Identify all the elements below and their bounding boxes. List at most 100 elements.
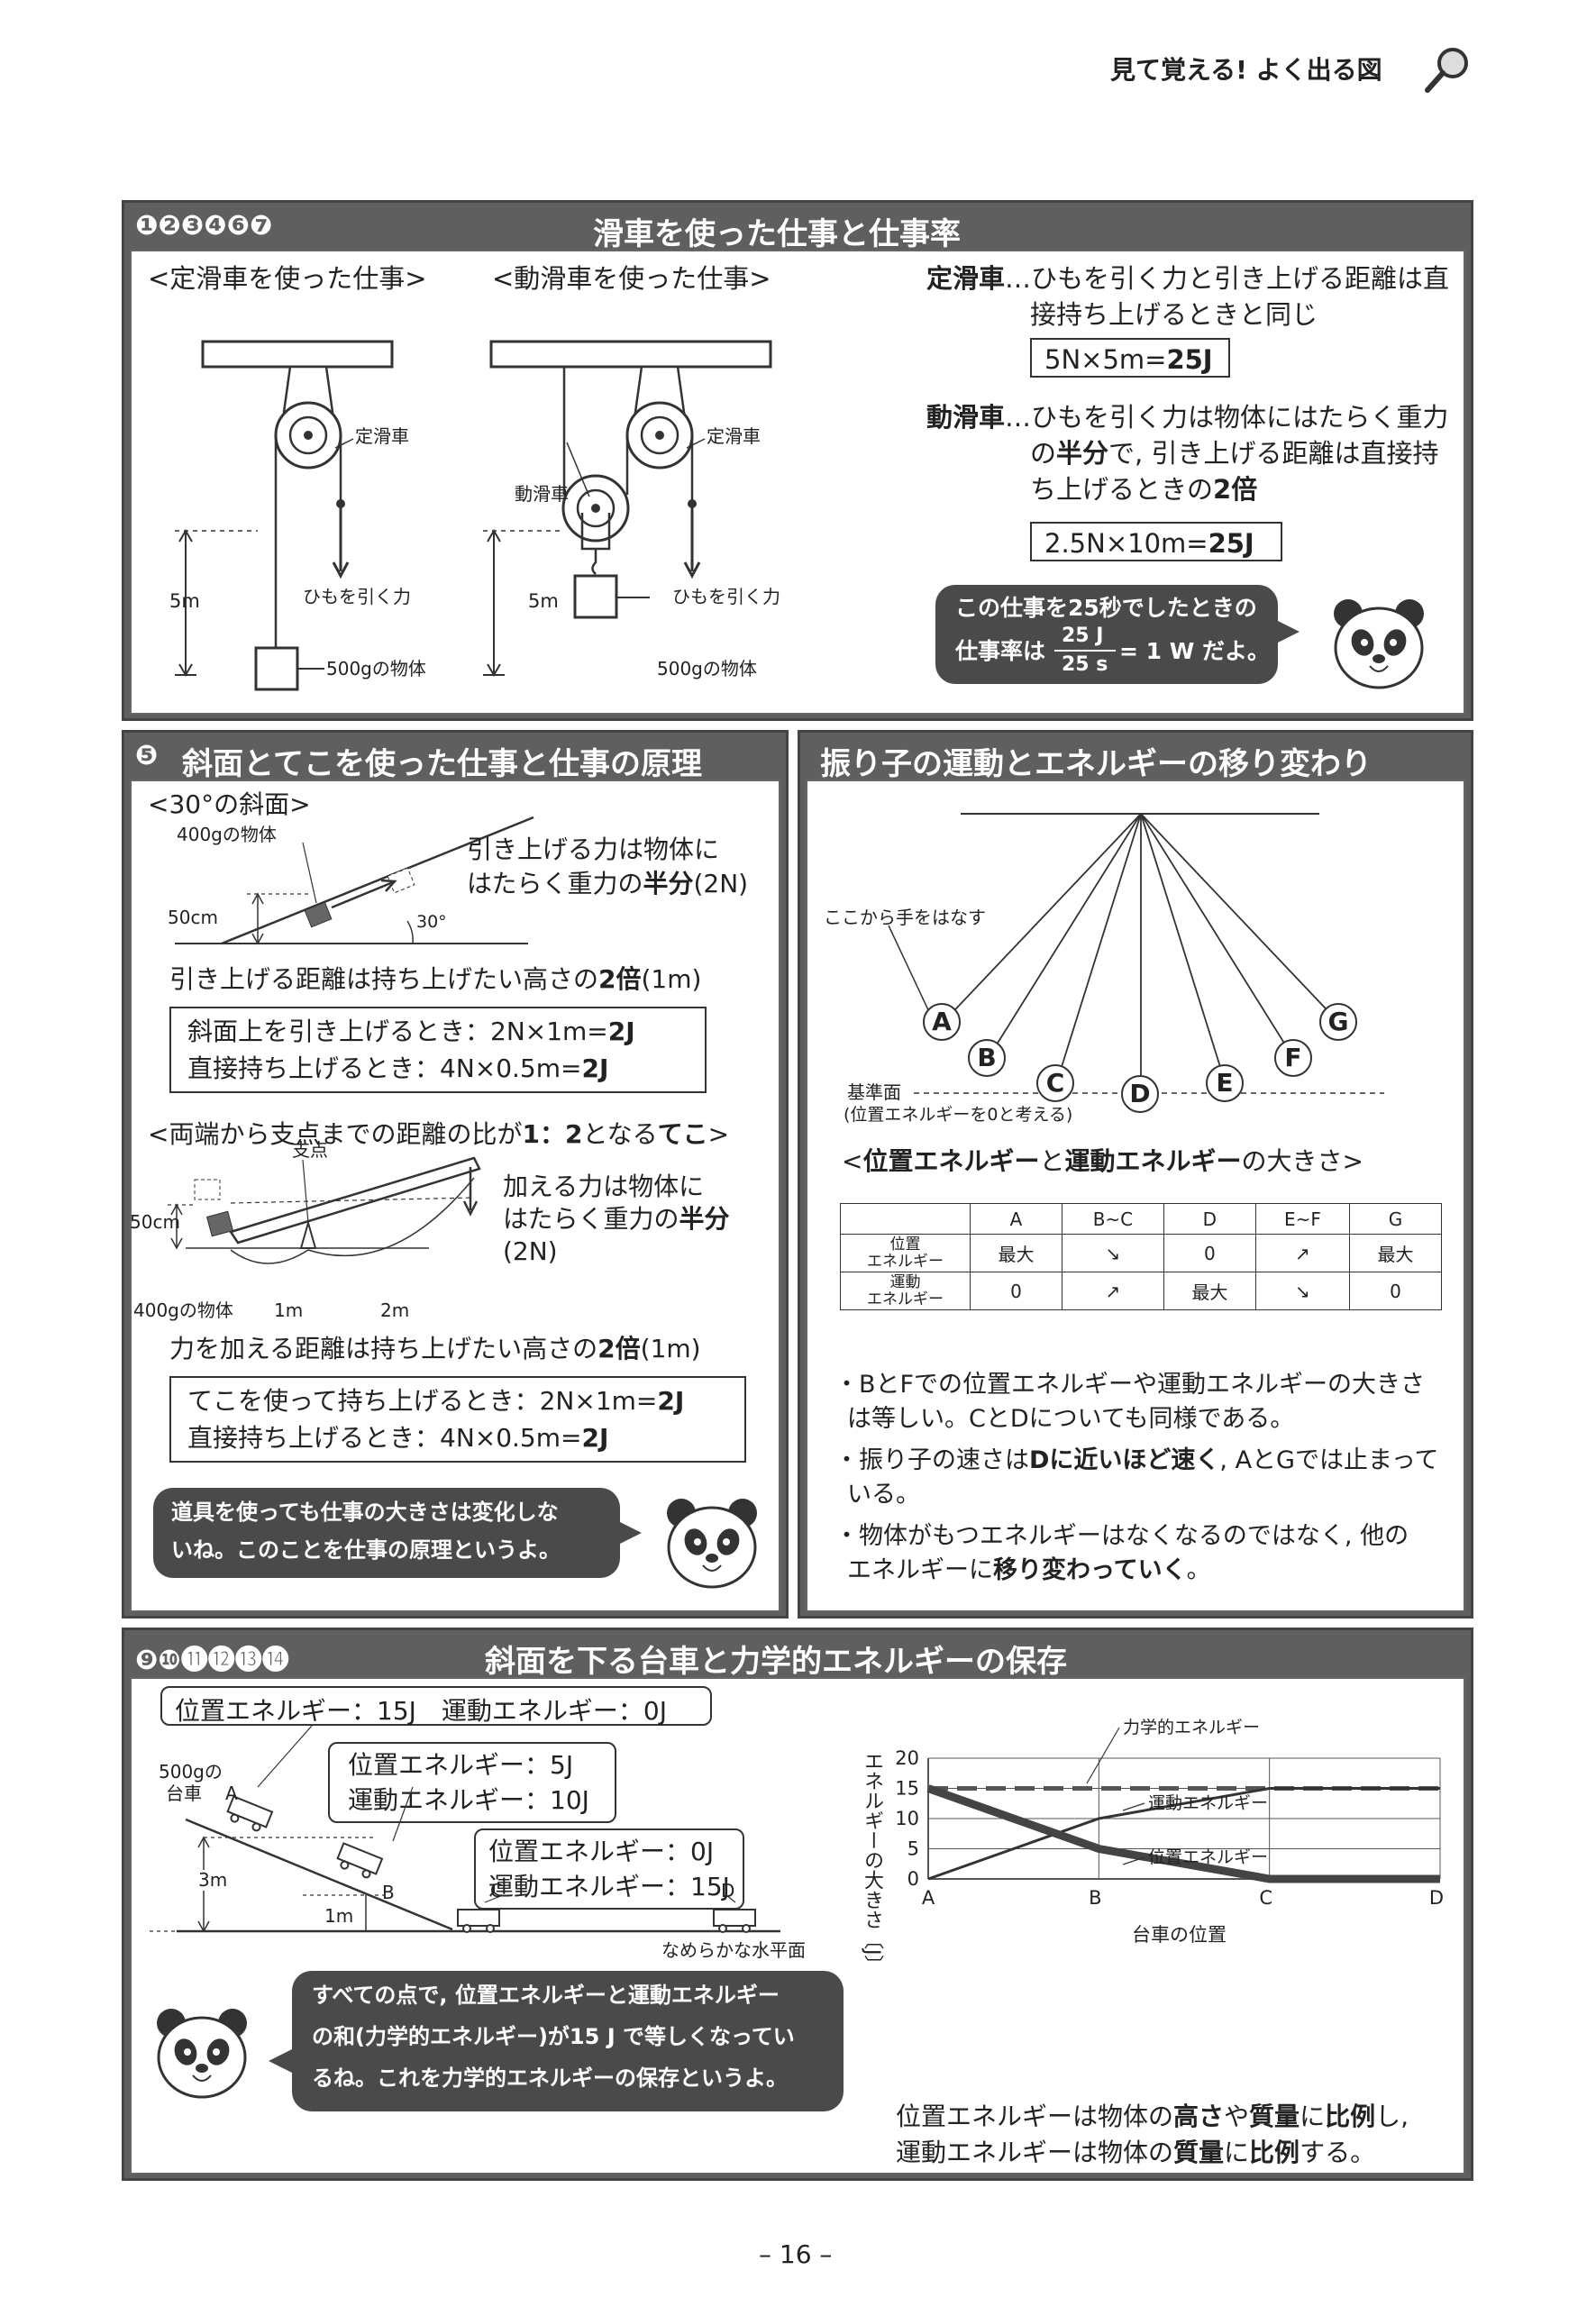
moving-explain-2-post: で, 引き上げる距離は直接持: [1108, 438, 1439, 469]
slope-work-1-pre: 斜面上を引き上げるとき：2N×1m=: [187, 1017, 608, 1046]
summary2-pre: 運動エネルギーは物体の: [896, 2138, 1174, 2167]
slope-distance-bold: 2倍: [598, 964, 642, 994]
lever-force-bold: 半分: [679, 1204, 730, 1234]
moving-explain-3-bold: 2倍: [1213, 474, 1258, 505]
fixed-pulley-explain-text: …ひもを引く力と引き上げる距離は直: [1005, 263, 1450, 294]
energy-box-b-line1: 位置エネルギー：5J: [348, 1750, 574, 1780]
lever-object-label: 400gの物体: [133, 1299, 233, 1321]
fulcrum-label: 支点: [292, 1139, 328, 1161]
cart-point-a: A: [225, 1783, 238, 1804]
slope-force-bold: 半分: [643, 869, 694, 898]
pendulum-point-d: D: [1129, 1079, 1151, 1108]
row-label-line: エネルギー: [867, 1290, 944, 1309]
cart-bubble-line3: るね。これを力学的エネルギーの保存というよ。: [312, 2065, 788, 2091]
pulley-title: 滑車を使った仕事と仕事率: [593, 216, 961, 252]
magnifier-icon: [1425, 48, 1468, 93]
fixed-pulley-explain-2: 接持ち上げるときと同じ: [1030, 299, 1318, 330]
lever-work-1-bold: 2J: [657, 1386, 685, 1416]
table-row-label: 位置エネルギー: [840, 1234, 971, 1272]
height-1m-label: 1m: [324, 1905, 354, 1927]
pendulum-header: 振り子の運動とエネルギーの移り変わり: [800, 733, 1471, 782]
summary2-mid: に: [1224, 2138, 1250, 2167]
moving-explain-3-pre: ち上げるときの: [1030, 474, 1214, 505]
pendulum-note2-line1: ・振り子の速さはDに近いほど速く, AとGでは止まって: [834, 1446, 1439, 1474]
summary1-pre: 位置エネルギーは物体の: [896, 2102, 1174, 2131]
cart-point-d: D: [721, 1880, 735, 1901]
lever-work-1-pre: てこを使って持ち上げるとき：2N×1m=: [187, 1386, 658, 1416]
lever-title-mid: となる: [582, 1119, 658, 1149]
moving-formula-answer: 25J: [1208, 528, 1254, 559]
summary2-mass: 質量: [1173, 2138, 1225, 2167]
moving-explain-2-pre: の: [1030, 438, 1057, 469]
cart-bubble-line2: の和(力学的エネルギー)が15 J で等しくなってい: [312, 2024, 795, 2049]
summary2-post: する。: [1300, 2138, 1376, 2167]
fixed-pulley-label: 定滑車: [355, 425, 409, 447]
energy-box-b: 位置エネルギー：5J 運動エネルギー：10J: [328, 1742, 616, 1823]
pendulum-point-e: E: [1216, 1068, 1234, 1098]
lever-title-ratio: 1：2: [522, 1119, 583, 1149]
pendulum-point-a: A: [932, 1007, 952, 1036]
summary1-mass: 質量: [1249, 2102, 1300, 2131]
table-header-cell: E~F: [1254, 1203, 1351, 1235]
summary1-height: 高さ: [1173, 2102, 1225, 2131]
chart-ytick-label: 15: [895, 1778, 919, 1800]
table-header-cell: G: [1349, 1203, 1442, 1235]
slope-force-pre: はたらく重力の: [467, 869, 643, 898]
fixed-pulley-explain-1: 定滑車…ひもを引く力と引き上げる距離は直: [926, 263, 1450, 294]
slope-angle-label: 30°: [416, 912, 447, 932]
pendulum-bob-c: C: [1036, 1064, 1074, 1102]
chart-xtick-label: B: [1089, 1887, 1101, 1909]
fixed-formula-answer: 25J: [1166, 344, 1213, 375]
slope-force-line1: 引き上げる力は物体に: [467, 834, 720, 864]
cart-bubble-tail: [269, 2048, 294, 2074]
chart-xtick-label: D: [1429, 1887, 1444, 1909]
chart-series-label: 力学的エネルギー: [1123, 1718, 1260, 1737]
slope-work-line1: 斜面上を引き上げるとき：2N×1m=2J: [187, 1014, 689, 1051]
pendulum-note1-line2: は等しい。CとDについても同様である。: [847, 1405, 1295, 1433]
row-label-line: エネルギー: [867, 1252, 944, 1271]
table-title-pre: <: [842, 1146, 863, 1176]
chart-ytick-label: 20: [895, 1747, 919, 1769]
table-title-potential: 位置エネルギー: [862, 1146, 1040, 1176]
lever-force-pre: はたらく重力の: [503, 1204, 679, 1234]
lever-work-2-bold: 2J: [581, 1422, 609, 1453]
chart-label-leader: [1122, 1856, 1145, 1865]
fixed-object-label: 500gの物体: [326, 658, 426, 679]
panda-icon: [667, 1499, 757, 1589]
pulley-bubble-line1: この仕事を25秒でしたときの: [955, 595, 1257, 621]
moving-height-label: 5m: [528, 590, 559, 612]
lever-distance-text: 力を加える距離は持ち上げたい高さの2倍(1m): [169, 1334, 701, 1363]
summary1-mid1: や: [1224, 2102, 1250, 2131]
slope-object-label: 400gの物体: [177, 824, 277, 845]
energy-box-b-line2: 運動エネルギー：10J: [348, 1785, 589, 1816]
moving-pulley-title: <動滑車を使った仕事>: [492, 263, 771, 294]
pull-force-label: ひもを引く力: [303, 586, 411, 607]
summary-line1: 位置エネルギーは物体の高さや質量に比例し,: [896, 2102, 1409, 2131]
chart-label-leader: [1122, 1802, 1145, 1811]
base-plane-label: 基準面: [847, 1081, 901, 1103]
lever-title: <両端から支点までの距離の比が1：2となるてこ>: [148, 1119, 730, 1149]
summary1-mid2: に: [1300, 2102, 1326, 2131]
panda-icon: [1334, 599, 1424, 689]
chart-series-label: 運動エネルギー: [1148, 1793, 1268, 1813]
chart-series-line: [927, 1787, 1440, 1881]
pendulum-bob-f: F: [1274, 1039, 1312, 1077]
lever-work-line2: 直接持ち上げるとき：4N×0.5m=2J: [187, 1420, 728, 1457]
cart-speech-bubble: すべての点で, 位置エネルギーと運動エネルギー の和(力学的エネルギー)が15 …: [292, 1971, 844, 2111]
pulley-speech-bubble: この仕事を25秒でしたときの 仕事率は 25 J 25 s = 1 W だよ。: [935, 585, 1278, 684]
pendulum-point-f: F: [1284, 1043, 1302, 1072]
cart-label-line1: 500gの: [159, 1761, 223, 1783]
lever-title-post: >: [707, 1119, 730, 1149]
note2-pre: ・振り子の速さは: [834, 1446, 1029, 1474]
table-header-cell: D: [1163, 1203, 1256, 1235]
incline-section: ❺ 斜面とてこを使った仕事と仕事の原理 <30°の斜面> 400gの物体 50c…: [122, 730, 789, 1619]
slope-height-label: 50cm: [168, 907, 218, 928]
lever-height-label: 50cm: [130, 1211, 180, 1233]
chart-xtick-label: C: [1259, 1887, 1272, 1909]
incline-problem-number: ❺: [135, 740, 159, 771]
incline-body: <30°の斜面> 400gの物体 50cm 30° 引き上げる力は物体に はたら…: [130, 780, 780, 1612]
moving-formula-box: 2.5N×10m=25J: [1030, 522, 1282, 561]
pulley-body: <定滑車を使った仕事> <動滑車を使った仕事> 定滑車 ひもを引く力 5m: [130, 250, 1465, 715]
note3-pre: エネルギーに: [847, 1556, 993, 1584]
bubble-tail: [1274, 619, 1300, 644]
